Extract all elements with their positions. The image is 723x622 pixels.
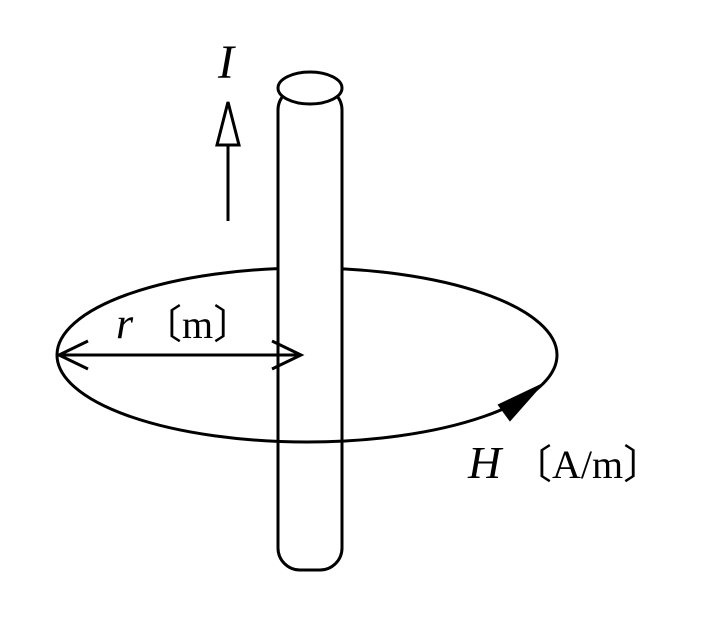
radius-arrowhead-right	[271, 339, 305, 371]
conductor-top-face	[276, 70, 344, 106]
field-label: H	[467, 437, 504, 488]
radius-label: r	[116, 299, 134, 348]
radius-arrowhead-left	[55, 339, 89, 371]
radius-unit-label: 〔m〕	[142, 302, 253, 347]
current-label: I	[217, 36, 236, 89]
radius-arrow	[55, 339, 305, 371]
current-arrowhead	[215, 101, 241, 147]
field-unit-label: 〔A/m〕	[512, 442, 663, 487]
current-direction-arrow	[215, 101, 241, 221]
conductor-body	[276, 86, 344, 572]
field-direction-arrowhead	[497, 384, 542, 422]
conductor-wire	[276, 70, 344, 572]
